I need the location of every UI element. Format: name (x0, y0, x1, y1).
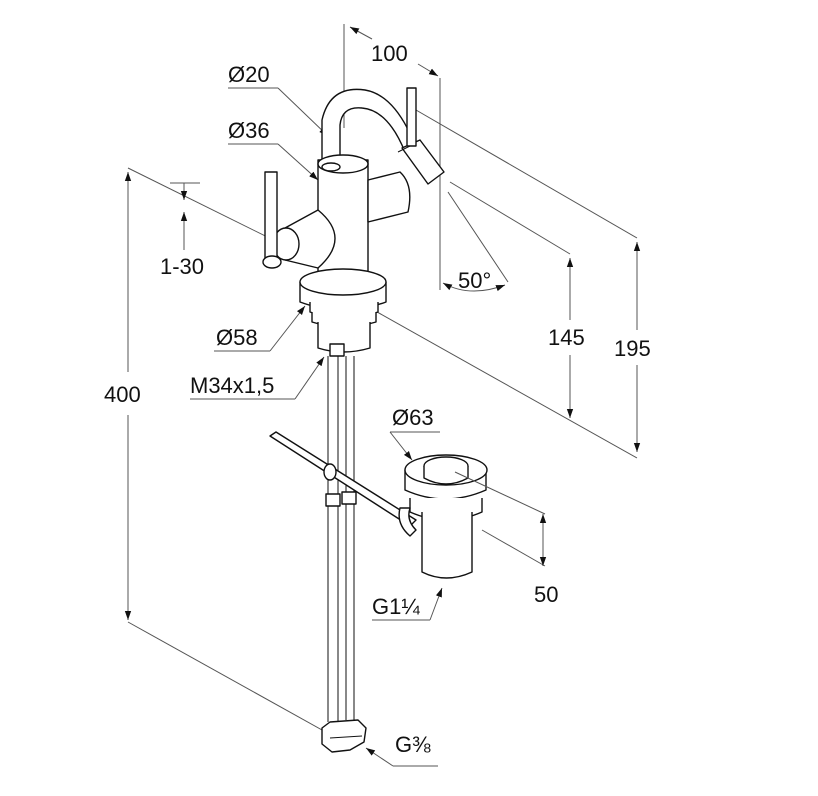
dim-waste-diameter: Ø63 (389, 405, 440, 461)
dim-rosette-diameter: Ø58 (214, 305, 306, 352)
dim-aerator-adjust: 1-30 (160, 182, 204, 279)
label-waste-height: 50 (534, 582, 558, 607)
label-waste-thread: G1¼ (372, 594, 420, 619)
dim-total-height: 195 (369, 109, 651, 459)
dim-spout-height: 145 (449, 181, 585, 418)
dim-waste-thread: G1¼ (372, 587, 443, 621)
diverter-lever (406, 87, 417, 147)
label-spout-diameter: Ø20 (228, 62, 270, 87)
dim-overall-height: 400 (104, 167, 341, 741)
label-rosette-diameter: Ø58 (216, 325, 258, 350)
dim-body-diameter: Ø36 (228, 118, 319, 181)
dim-supply-connection: G⅜ (365, 732, 438, 767)
label-mounting-thread: M34x1,5 (190, 373, 274, 398)
label-supply-connection: G⅜ (395, 732, 431, 757)
supply-nut (321, 719, 367, 753)
label-spout-height: 145 (548, 325, 585, 350)
label-swivel-angle: 50° (458, 268, 491, 293)
faucet-body (262, 87, 445, 357)
dim-waste-height: 50 (454, 471, 558, 607)
label-spout-reach: 100 (371, 41, 408, 66)
label-aerator-adjust: 1-30 (160, 254, 204, 279)
popup-rod (269, 431, 417, 527)
waste-valve (398, 454, 488, 579)
label-overall-height: 400 (104, 382, 141, 407)
supply-hoses (321, 356, 367, 753)
dim-spout-reach: 100 (343, 24, 441, 290)
label-body-diameter: Ø36 (228, 118, 270, 143)
dim-swivel-angle: 50° (439, 191, 509, 293)
handle-lever (264, 171, 278, 265)
label-waste-diameter: Ø63 (392, 405, 434, 430)
label-total-height: 195 (614, 336, 651, 361)
dim-mounting-thread: M34x1,5 (190, 356, 325, 400)
dim-spout-diameter: Ø20 (228, 62, 329, 137)
